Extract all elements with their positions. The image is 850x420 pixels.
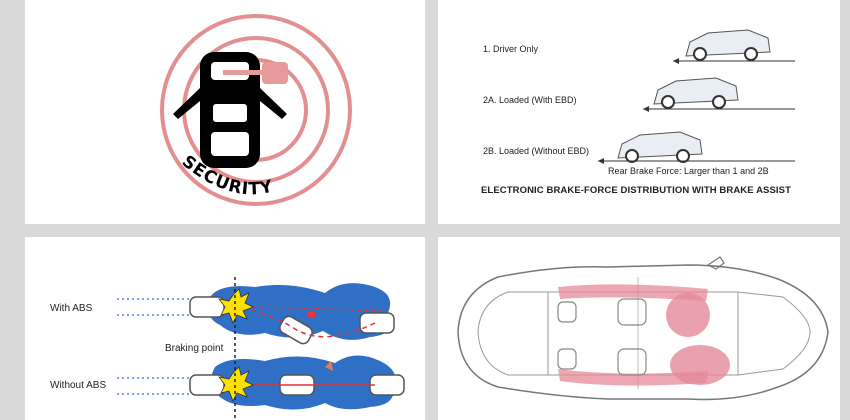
- row2-label: 2A. Loaded (With EBD): [483, 95, 577, 105]
- ebd-caption: ELECTRONIC BRAKE-FORCE DISTRIBUTION WITH…: [481, 185, 791, 196]
- abs-panel: With ABS Braking point Without ABS: [25, 237, 425, 420]
- with-abs-label: With ABS: [50, 303, 93, 314]
- brake-burst-icon: [218, 366, 254, 402]
- airbag-diagram: [457, 256, 829, 401]
- water-puddle: [207, 283, 391, 340]
- car-loaded-without-ebd: [598, 131, 795, 164]
- car-icon: [189, 296, 225, 318]
- airbag-panel: [438, 237, 840, 420]
- security-panel: SECURITY: [25, 0, 425, 224]
- security-logo: SECURITY: [160, 14, 352, 206]
- brake-burst-icon: [218, 288, 254, 324]
- curtain-airbag: [558, 369, 708, 386]
- front-airbag: [670, 345, 730, 385]
- car-loaded-with-ebd: [643, 77, 795, 112]
- car-icon: [369, 374, 405, 396]
- without-abs-label: Without ABS: [50, 380, 107, 391]
- braking-point-label: Braking point: [165, 343, 224, 354]
- row3-label: 2B. Loaded (Without EBD): [483, 146, 590, 156]
- abs-diagram: [117, 277, 405, 420]
- ebd-diagram: [598, 29, 795, 164]
- car-icon: [359, 312, 395, 334]
- curtain-airbag: [558, 284, 708, 301]
- ebd-panel: 1. Driver Only 2A. Loaded (With EBD) 2B.…: [438, 0, 840, 224]
- front-airbag: [666, 293, 710, 337]
- row1-label: 1. Driver Only: [483, 44, 539, 54]
- car-outline: [457, 264, 829, 401]
- car-icon: [189, 374, 225, 396]
- rear-brake-note: Rear Brake Force: Larger than 1 and 2B: [608, 166, 769, 176]
- car-driver-only: [673, 29, 795, 64]
- key-icon: [262, 62, 288, 84]
